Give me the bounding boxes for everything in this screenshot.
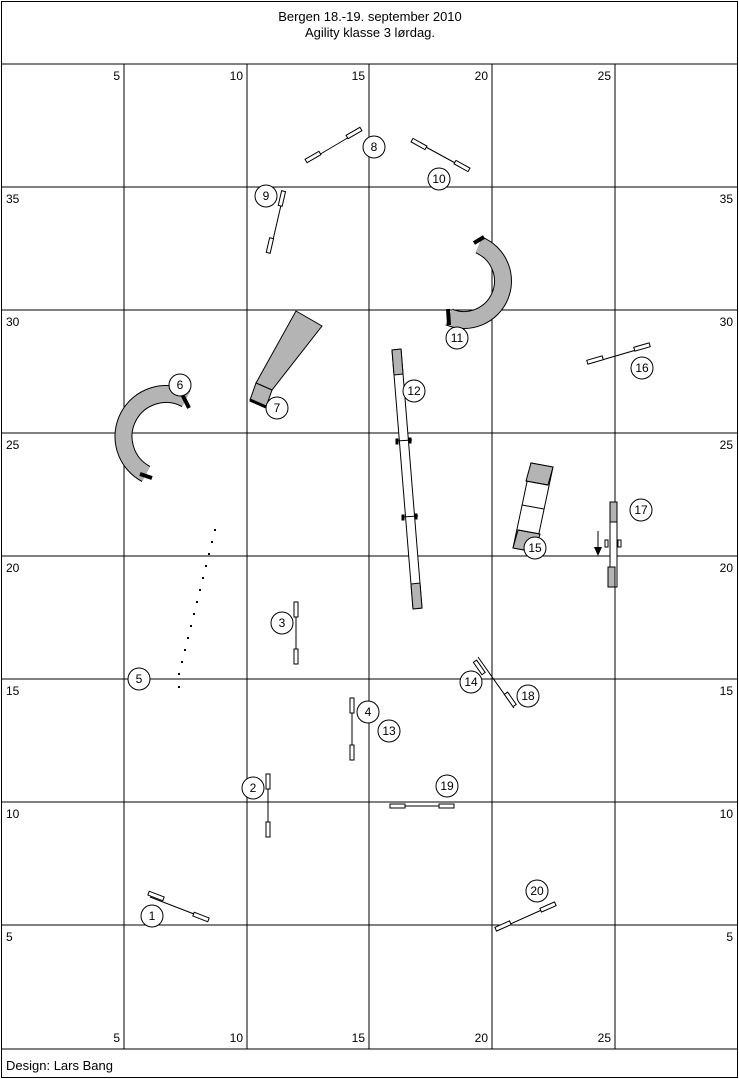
marker-5 [127,667,151,691]
marker-6 [168,373,192,397]
marker-label: 1 [149,909,156,923]
jump-20 [494,901,557,932]
marker-label: 12 [407,384,421,398]
bottom-axis-labels: 5 10 15 20 25 [113,1031,611,1045]
marker-10 [427,167,451,191]
axis-label: 25 [598,69,612,83]
marker-15 [523,536,547,560]
axis-label: 20 [475,69,489,83]
chute-7 [249,310,323,409]
marker-label: 16 [635,361,649,375]
marker-11 [445,326,469,350]
marker-16 [630,356,654,380]
course-title: Bergen 18.-19. september 2010 [278,9,462,24]
start-arrow-icon [594,531,602,556]
marker-label: 20 [530,884,544,898]
axis-label: 20 [720,561,734,575]
axis-label: 15 [720,684,734,698]
right-axis-labels: 35 30 25 20 15 10 5 [720,192,734,944]
axis-label: 10 [230,69,244,83]
marker-9 [254,184,278,208]
obstacle-number-markers [127,135,654,928]
marker-14 [459,670,483,694]
jump-2 [265,773,271,838]
marker-12 [402,379,426,403]
axis-label: 5 [6,930,13,944]
axis-label: 15 [352,1031,366,1045]
axis-label: 25 [598,1031,612,1045]
dogwalk-12 [391,348,423,610]
seesaw-17 [604,501,622,588]
jump-8 [304,126,363,164]
left-axis-labels: 35 30 25 20 15 10 5 [6,192,20,944]
jump-4-13 [349,697,355,761]
marker-label: 8 [371,140,378,154]
jump-19 [389,803,455,809]
marker-13 [377,719,401,743]
marker-label: 19 [440,779,454,793]
marker-1 [140,904,164,928]
marker-label: 11 [451,331,464,345]
obstacle-number-labels: 1 2 3 4 5 6 7 8 9 10 11 12 13 14 15 16 1… [136,140,649,923]
marker-label: 3 [279,616,286,630]
marker-19 [435,774,459,798]
axis-label: 15 [6,684,20,698]
axis-label: 10 [6,807,20,821]
axis-label: 15 [352,69,366,83]
axis-label: 25 [6,438,20,452]
marker-label: 18 [521,689,535,703]
marker-label: 13 [382,724,396,738]
designer-credit: Design: Lars Bang [6,1058,113,1073]
marker-8 [362,135,386,159]
marker-2 [241,776,265,800]
marker-label: 6 [177,378,184,392]
jump-16 [586,342,651,365]
axis-label: 25 [720,438,734,452]
axis-label: 30 [6,315,20,329]
marker-label: 10 [432,172,446,186]
axis-label: 20 [6,561,20,575]
course-subtitle: Agility klasse 3 lørdag. [305,25,435,40]
marker-18 [516,684,540,708]
marker-17 [629,498,653,522]
jump-1 [147,890,210,923]
jump-14-18 [472,656,517,709]
marker-label: 4 [365,705,372,719]
jump-9 [265,190,287,254]
marker-label: 17 [634,503,648,517]
marker-label: 9 [263,189,270,203]
marker-label: 7 [274,401,281,415]
jump-10 [410,137,471,173]
axis-label: 10 [720,807,734,821]
axis-label: 5 [113,1031,120,1045]
top-axis-labels: 5 10 15 20 25 [113,69,611,83]
axis-label: 20 [475,1031,489,1045]
axis-label: 35 [720,192,734,206]
marker-label: 15 [528,541,542,555]
tunnel-6 [114,385,191,482]
marker-4 [356,700,380,724]
axis-label: 30 [720,315,734,329]
marker-label: 2 [250,781,257,795]
weave-5 [178,529,216,688]
marker-label: 14 [464,675,478,689]
jump-3 [293,601,299,665]
axis-label: 5 [113,69,120,83]
marker-label: 5 [136,672,143,686]
marker-3 [270,611,294,635]
axis-label: 35 [6,192,20,206]
grid [1,64,738,1049]
axis-label: 5 [726,930,733,944]
tunnel-11 [445,235,512,329]
marker-7 [265,396,289,420]
axis-label: 10 [230,1031,244,1045]
marker-20 [525,879,549,903]
